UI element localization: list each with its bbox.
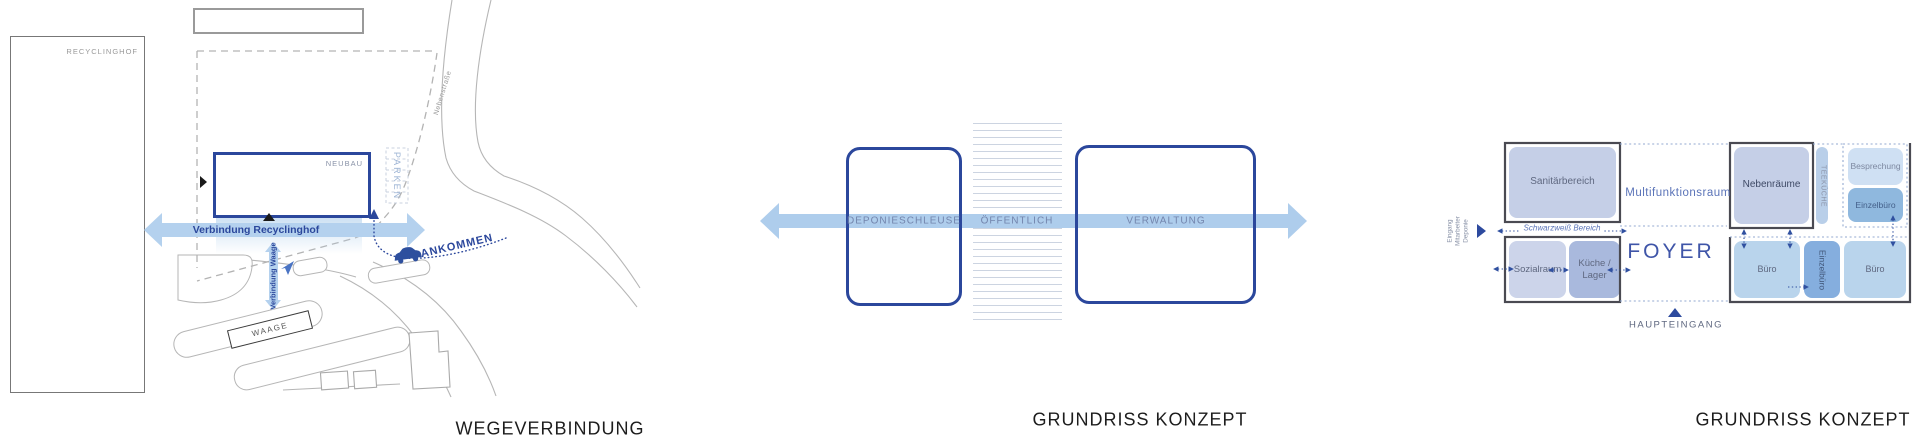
- site-map-layer: [173, 0, 641, 398]
- arrow-bar: [162, 223, 407, 237]
- room-label: Küche / Lager: [1578, 257, 1611, 281]
- zone-label-oeffentlich: ÖFFENTLICH: [980, 215, 1054, 227]
- arrow-head-right: [1288, 203, 1307, 239]
- arrow-head-left: [760, 203, 779, 239]
- zone-label-verwaltung: VERWALTUNG: [1126, 215, 1206, 227]
- room-teekueche: TEEKÜCHE: [1816, 147, 1828, 224]
- existing-building-outline: [193, 8, 364, 34]
- room-label: Nebenräume: [1742, 179, 1801, 191]
- room-label: Büro: [1865, 263, 1885, 274]
- haupteingang-triangle-icon: [1668, 308, 1682, 317]
- flow-axis-arrow: [760, 203, 1307, 239]
- neubau-outline: NEUBAU: [213, 152, 371, 218]
- arrow-bar: [268, 252, 278, 300]
- room-label: Besprechung: [1850, 161, 1901, 172]
- panel-caption-grundriss: GRUNDRISS KONZEPT: [1695, 409, 1911, 430]
- parken-label: PARKEN: [392, 151, 402, 201]
- arrow-head-right: [407, 213, 425, 247]
- entry-triangle-icon: [200, 176, 207, 188]
- arrow-bar: [779, 214, 1288, 228]
- verbindung-waage-label: Verbindung Waage: [268, 242, 278, 310]
- room-besprechung: Besprechung: [1848, 148, 1903, 185]
- room-label: Sozialraum: [1513, 263, 1562, 275]
- room-label: TEEKÜCHE: [1819, 164, 1827, 207]
- arrow-head-up: [265, 242, 281, 252]
- neubau-label: NEUBAU: [325, 159, 363, 168]
- deponieschleuse-box: [846, 147, 962, 306]
- room-label-multifunktionsraum: Multifunktionsraum: [1625, 187, 1731, 199]
- parking-stalls: [385, 147, 409, 204]
- room-label-foyer: FOYER: [1627, 240, 1715, 263]
- room-label: Einzelbüro: [1817, 249, 1828, 290]
- room-sanitaerbereich: Sanitärbereich: [1509, 147, 1616, 218]
- arrow-head-down: [265, 300, 281, 310]
- room-buero-left: Büro: [1734, 241, 1800, 298]
- verbindung-recyclinghof-label: Verbindung Recyclinghof: [192, 224, 320, 236]
- verwaltung-box: [1075, 145, 1256, 304]
- entry-triangle-up-icon: [263, 213, 275, 221]
- haupteingang-label: HAUPTEINGANG: [1628, 319, 1724, 331]
- room-sozialraum: Sozialraum: [1509, 241, 1566, 298]
- panel-caption-wegeverbindung: WEGEVERBINDUNG: [455, 418, 645, 439]
- building-outlines: [319, 330, 451, 391]
- zone-label-deponieschleuse: DEPONIESCHLEUSE: [847, 215, 961, 227]
- room-buero-right: Büro: [1844, 241, 1906, 298]
- room-einzelbuero-top: Einzelbüro: [1848, 188, 1903, 222]
- room-label: Sanitärbereich: [1530, 176, 1595, 188]
- verbindung-waage-arrow: [265, 242, 281, 310]
- room-kueche-lager: Küche / Lager: [1569, 241, 1620, 298]
- recyclinghof-outline: RECYCLINGHOF: [10, 36, 145, 393]
- arrow-head-left: [144, 213, 162, 247]
- recyclinghof-label: RECYCLINGHOF: [66, 47, 138, 56]
- panel-caption-funktionskonzept: GRUNDRISS KONZEPT: [1032, 409, 1248, 430]
- schwarzweiss-bereich-label: Schwarzweiß Bereich: [1520, 223, 1604, 233]
- room-label: Büro: [1757, 263, 1777, 274]
- room-label: Einzelbüro: [1855, 199, 1896, 210]
- eingang-mitarbeiter-label: Eingang Mitarbeiter Deponie: [1446, 216, 1471, 246]
- room-nebenraeume: Nebenräume: [1734, 147, 1809, 224]
- room-einzelbuero-mid: Einzelbüro: [1804, 241, 1840, 298]
- eingang-mitarbeiter-triangle-icon: [1477, 224, 1486, 238]
- waage-label: WAAGE: [250, 320, 290, 339]
